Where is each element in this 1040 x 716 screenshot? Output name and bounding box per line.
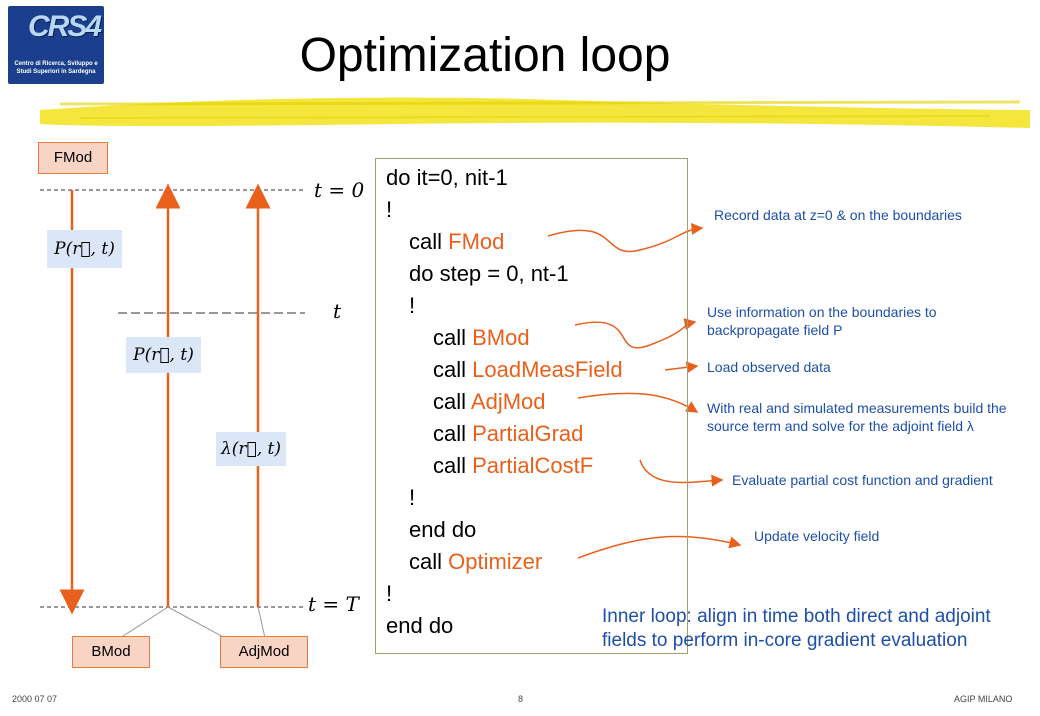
slide-title: Optimization loop bbox=[299, 29, 671, 82]
callout-bmod bbox=[574, 318, 697, 349]
t0-label: t = 0 bbox=[314, 178, 365, 202]
inner-loop-note: Inner loop: align in time both direct an… bbox=[602, 605, 1012, 653]
code-line-12: call Optimizer bbox=[409, 549, 543, 574]
adjmod-box: AdjMod bbox=[220, 636, 308, 668]
bmod-connector bbox=[119, 606, 169, 639]
formula-p-backward: P(r⃗, t) bbox=[126, 337, 201, 373]
fmod-box: FMod bbox=[38, 142, 108, 174]
title-highlight-stroke bbox=[40, 97, 1030, 128]
callout-fmod bbox=[547, 222, 704, 253]
code-line-9: call PartialCostF bbox=[433, 453, 594, 478]
code-line-2: call FMod bbox=[409, 229, 505, 254]
bmod-box: BMod bbox=[72, 636, 150, 668]
formula-lambda: λ(r⃗, t) bbox=[216, 432, 286, 466]
callout-load bbox=[664, 361, 699, 374]
logo-caption: Centro di Ricerca, Sviluppo e Studi Supe… bbox=[14, 61, 98, 75]
code-line-13: ! bbox=[386, 581, 393, 606]
note-update: Update velocity field bbox=[754, 528, 880, 544]
logo-mark: CRS4 bbox=[28, 10, 102, 43]
inner-loop-label: Inner loop bbox=[602, 606, 687, 627]
code-line-10: ! bbox=[409, 485, 416, 510]
crs4-logo: CRS4 Centro di Ricerca, Sviluppo e Studi… bbox=[8, 6, 104, 84]
code-box: do it=0, nit-1 ! call FMod do step = 0, … bbox=[375, 158, 688, 654]
code-line-0: do it=0, nit-1 bbox=[386, 165, 508, 190]
tT-label: t = T bbox=[308, 592, 359, 616]
code-line-7: call AdjMod bbox=[433, 389, 546, 414]
footer-page-number: 8 bbox=[518, 694, 524, 704]
callout-cost bbox=[639, 459, 724, 487]
footer-date: 2000 07 07 bbox=[12, 694, 58, 704]
callout-optimizer bbox=[577, 535, 742, 559]
note-backprop: Use information on the boundaries to bac… bbox=[707, 304, 937, 338]
note-load: Load observed data bbox=[707, 359, 831, 375]
inner-loop-text: : align in time both direct and adjoint … bbox=[602, 606, 991, 651]
code-line-6: call LoadMeasField bbox=[433, 357, 623, 382]
bmod-adj-connector bbox=[167, 606, 226, 639]
code-line-8: call PartialGrad bbox=[433, 421, 584, 446]
code-line-14: end do bbox=[386, 613, 454, 638]
code-line-11: end do bbox=[409, 517, 477, 542]
t-label: t bbox=[333, 299, 342, 323]
note-adjoint: With real and simulated measurements bui… bbox=[707, 400, 1007, 434]
adjmod-connector bbox=[257, 606, 266, 639]
formula-p-forward: P(r⃗, t) bbox=[47, 230, 122, 268]
note-evaluate: Evaluate partial cost function and gradi… bbox=[732, 472, 993, 488]
code-line-4: ! bbox=[409, 293, 416, 318]
code-line-3: do step = 0, nt-1 bbox=[409, 261, 569, 286]
code-line-5: call BMod bbox=[433, 325, 530, 350]
code-line-1: ! bbox=[386, 197, 393, 222]
footer-org: AGIP MILANO bbox=[954, 694, 1013, 704]
note-record: Record data at z=0 & on the boundaries bbox=[714, 207, 962, 223]
